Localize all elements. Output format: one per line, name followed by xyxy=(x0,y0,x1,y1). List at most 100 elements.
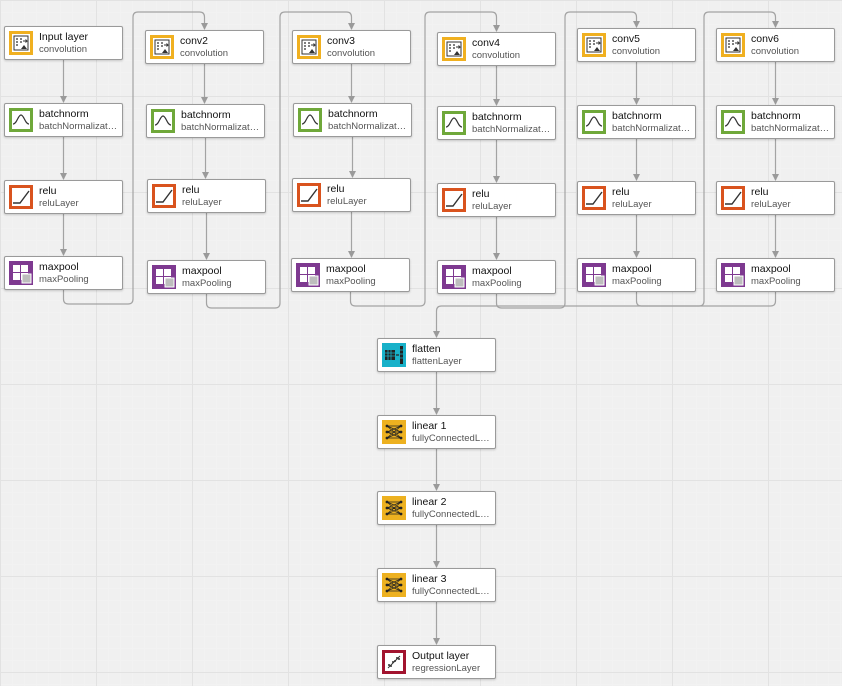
layer-type: fullyConnectedLayer xyxy=(412,509,492,520)
layer-name: linear 1 xyxy=(412,420,447,432)
layer-node-conv5[interactable]: conv5 convolution xyxy=(577,28,696,62)
fully-connected-icon xyxy=(381,572,407,598)
layer-type: fullyConnectedLayer xyxy=(412,433,492,444)
layer-node-maxpool-2[interactable]: maxpool maxPooling xyxy=(147,260,266,294)
fully-connected-icon xyxy=(381,419,407,445)
layer-type: batchNormalization xyxy=(751,123,831,134)
layer-node-conv2[interactable]: conv2 convolution xyxy=(145,30,264,64)
layer-name: conv3 xyxy=(327,35,356,47)
convolution-icon xyxy=(149,34,175,60)
layer-name: maxpool xyxy=(39,261,79,273)
layer-type: maxPooling xyxy=(326,276,376,287)
convolution-icon xyxy=(441,36,467,62)
layer-node-relu-6[interactable]: relu reluLayer xyxy=(716,181,835,215)
layer-name: maxpool xyxy=(751,263,791,275)
layer-node-relu-4[interactable]: relu reluLayer xyxy=(437,183,556,217)
layer-type: maxPooling xyxy=(182,278,232,289)
layer-node-relu-1[interactable]: relu reluLayer xyxy=(4,180,123,214)
layer-name: relu xyxy=(612,186,630,198)
layer-node-batchnorm-4[interactable]: batchnorm batchNormalization xyxy=(437,106,556,140)
layer-node-batchnorm-5[interactable]: batchnorm batchNormalization xyxy=(577,105,696,139)
layer-name: relu xyxy=(182,184,200,196)
layer-name: linear 3 xyxy=(412,573,447,585)
layer-node-relu-2[interactable]: relu reluLayer xyxy=(147,179,266,213)
layer-type: convolution xyxy=(612,46,661,57)
layer-type: flattenLayer xyxy=(412,356,462,367)
layer-node-maxpool-5[interactable]: maxpool maxPooling xyxy=(577,258,696,292)
layer-node-linear-1[interactable]: linear 1 fullyConnectedLayer xyxy=(377,415,496,449)
layer-name: batchnorm xyxy=(612,110,662,122)
layer-type: maxPooling xyxy=(612,276,662,287)
layer-type: batchNormalization xyxy=(472,124,552,135)
layer-name: maxpool xyxy=(182,265,222,277)
layer-type: reluLayer xyxy=(39,198,79,209)
maxpool-icon xyxy=(151,264,177,290)
layer-type: maxPooling xyxy=(751,276,801,287)
relu-icon xyxy=(296,182,322,208)
layer-name: conv6 xyxy=(751,33,780,45)
layer-name: flatten xyxy=(412,343,441,355)
maxpool-icon xyxy=(295,262,321,288)
layer-name: relu xyxy=(472,188,490,200)
batchnorm-icon xyxy=(150,108,176,134)
layer-node-maxpool-1[interactable]: maxpool maxPooling xyxy=(4,256,123,290)
layer-type: reluLayer xyxy=(751,199,791,210)
layer-type: maxPooling xyxy=(472,278,522,289)
layer-node-maxpool-3[interactable]: maxpool maxPooling xyxy=(291,258,410,292)
convolution-icon xyxy=(296,34,322,60)
layer-node-batchnorm-2[interactable]: batchnorm batchNormalization xyxy=(146,104,265,138)
flatten-icon xyxy=(381,342,407,368)
maxpool-icon xyxy=(720,262,746,288)
layer-name: maxpool xyxy=(612,263,652,275)
layer-name: Output layer xyxy=(412,650,470,662)
layer-name: maxpool xyxy=(472,265,512,277)
layer-name: conv4 xyxy=(472,37,501,49)
convolution-icon xyxy=(720,32,746,58)
layer-name: conv5 xyxy=(612,33,641,45)
relu-icon xyxy=(441,187,467,213)
fully-connected-icon xyxy=(381,495,407,521)
convolution-icon xyxy=(8,30,34,56)
layer-type: batchNormalization xyxy=(328,121,408,132)
layer-name: maxpool xyxy=(326,263,366,275)
batchnorm-icon xyxy=(720,109,746,135)
layer-node-flatten[interactable]: flatten flattenLayer xyxy=(377,338,496,372)
layer-type: reluLayer xyxy=(472,201,512,212)
to-flatten-link xyxy=(433,292,777,338)
layer-node-batchnorm-1[interactable]: batchnorm batchNormalization xyxy=(4,103,123,137)
maxpool-icon xyxy=(8,260,34,286)
layer-name: relu xyxy=(39,185,57,197)
layer-name: linear 2 xyxy=(412,496,447,508)
layer-type: fullyConnectedLayer xyxy=(412,586,492,597)
layer-node-batchnorm-3[interactable]: batchnorm batchNormalization xyxy=(293,103,412,137)
layer-type: reluLayer xyxy=(327,196,367,207)
layer-name: conv2 xyxy=(180,35,209,47)
layer-node-conv3[interactable]: conv3 convolution xyxy=(292,30,411,64)
layer-node-relu-3[interactable]: relu reluLayer xyxy=(292,178,411,212)
layer-name: relu xyxy=(751,186,769,198)
layer-name: batchnorm xyxy=(39,108,89,120)
layer-type: reluLayer xyxy=(182,197,222,208)
layer-node-linear-3[interactable]: linear 3 fullyConnectedLayer xyxy=(377,568,496,602)
layer-node-output-layer[interactable]: Output layer regressionLayer xyxy=(377,645,496,679)
regression-output-icon xyxy=(381,649,407,675)
layer-type: batchNormalization xyxy=(39,121,119,132)
layer-node-batchnorm-6[interactable]: batchnorm batchNormalization xyxy=(716,105,835,139)
layer-type: maxPooling xyxy=(39,274,89,285)
layer-name: Input layer xyxy=(39,31,89,43)
layer-node-conv6[interactable]: conv6 convolution xyxy=(716,28,835,62)
layer-type: convolution xyxy=(180,48,229,59)
layer-node-input-layer[interactable]: Input layer convolution xyxy=(4,26,123,60)
layer-node-maxpool-4[interactable]: maxpool maxPooling xyxy=(437,260,556,294)
batchnorm-icon xyxy=(8,107,34,133)
batchnorm-icon xyxy=(441,110,467,136)
layer-node-conv4[interactable]: conv4 convolution xyxy=(437,32,556,66)
relu-icon xyxy=(581,185,607,211)
layer-node-linear-2[interactable]: linear 2 fullyConnectedLayer xyxy=(377,491,496,525)
layer-node-maxpool-6[interactable]: maxpool maxPooling xyxy=(716,258,835,292)
layer-name: batchnorm xyxy=(328,108,378,120)
layer-node-relu-5[interactable]: relu reluLayer xyxy=(577,181,696,215)
layer-type: regressionLayer xyxy=(412,663,481,674)
layer-name: batchnorm xyxy=(472,111,522,123)
batchnorm-icon xyxy=(581,109,607,135)
